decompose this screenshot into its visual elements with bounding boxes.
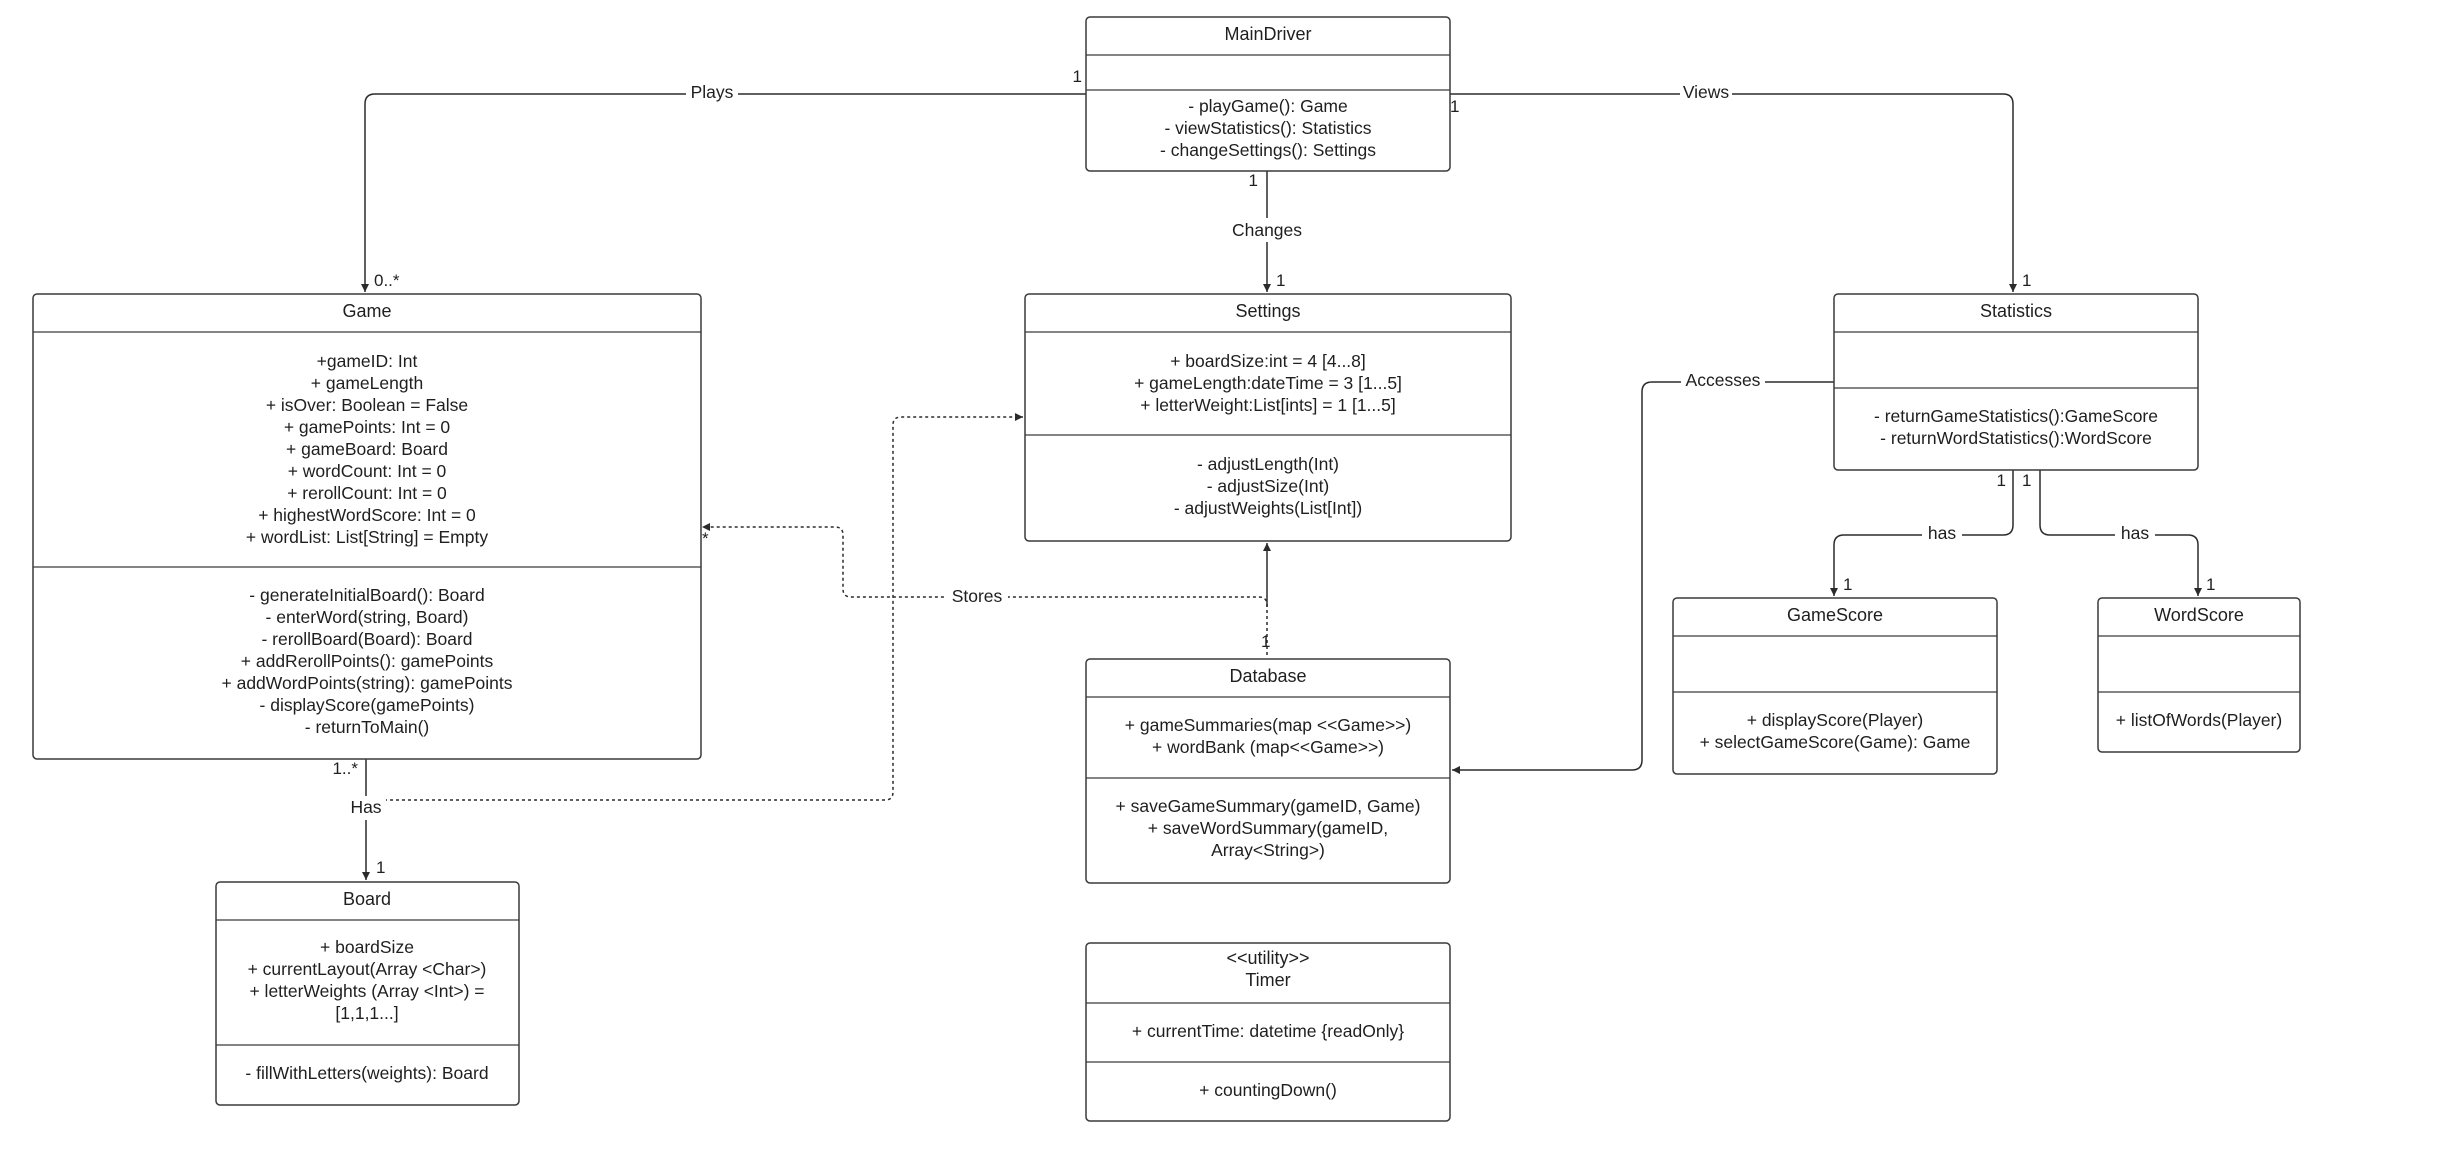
method-row: - generateInitialBoard(): Board	[249, 585, 484, 605]
edge-label-has-word-score: has	[2121, 523, 2149, 543]
class-name: Timer	[1245, 970, 1290, 990]
method-row: - returnGameStatistics():GameScore	[1874, 406, 2158, 426]
attribute-row: + boardSize	[320, 937, 414, 957]
class-stereotype: <<utility>>	[1226, 948, 1309, 968]
mult-stores-from: 1	[1261, 632, 1270, 651]
edge-stores[interactable]: Stores 1 *	[372, 413, 1271, 801]
edge-label-accesses: Accesses	[1686, 370, 1761, 390]
edge-has-word-score[interactable]: has 1 1	[2022, 470, 2215, 596]
method-row: + saveWordSummary(gameID,	[1148, 818, 1388, 838]
method-row: - fillWithLetters(weights): Board	[245, 1063, 488, 1083]
class-name: WordScore	[2154, 605, 2244, 625]
attribute-row: + gameLength:dateTime = 3 [1...5]	[1134, 373, 1402, 393]
class-main-driver[interactable]: MainDriver - playGame(): Game - viewStat…	[1085, 16, 1451, 172]
class-statistics[interactable]: Statistics - returnGameStatistics():Game…	[1833, 293, 2199, 471]
edge-label-has-game-score: has	[1928, 523, 1956, 543]
attribute-row: + wordBank (map<<Game>>)	[1152, 737, 1384, 757]
method-row: - rerollBoard(Board): Board	[261, 629, 472, 649]
attribute-row: + letterWeights (Array <Int>) =	[249, 981, 484, 1001]
method-row: + addRerollPoints(): gamePoints	[241, 651, 494, 671]
method-row: + listOfWords(Player)	[2116, 710, 2282, 730]
class-name: Game	[342, 301, 391, 321]
attribute-row: [1,1,1...]	[335, 1003, 398, 1023]
attribute-row: + wordList: List[String] = Empty	[246, 527, 488, 547]
edge-has-board[interactable]: Has 1..* 1	[332, 758, 386, 880]
edge-accesses[interactable]: Accesses	[1452, 369, 1834, 774]
class-name: Settings	[1235, 301, 1300, 321]
class-name: Database	[1229, 666, 1306, 686]
mult-has-word-score-to: 1	[2206, 575, 2215, 594]
method-row: - adjustLength(Int)	[1197, 454, 1339, 474]
edge-label-views: Views	[1683, 82, 1730, 102]
method-row: - adjustWeights(List[Int])	[1174, 498, 1362, 518]
attribute-row: + wordCount: Int = 0	[288, 461, 447, 481]
class-name: GameScore	[1787, 605, 1883, 625]
attribute-row: + rerollCount: Int = 0	[287, 483, 447, 503]
edge-label-changes: Changes	[1232, 220, 1302, 240]
class-board[interactable]: Board + boardSize + currentLayout(Array …	[215, 881, 520, 1106]
mult-has-game-score-to: 1	[1843, 575, 1852, 594]
method-row: - enterWord(string, Board)	[266, 607, 469, 627]
attribute-row: + gameBoard: Board	[286, 439, 448, 459]
method-row: - changeSettings(): Settings	[1160, 140, 1376, 160]
mult-views-from: 1	[1450, 97, 1459, 116]
mult-changes-from: 1	[1249, 171, 1258, 190]
mult-changes-to: 1	[1276, 271, 1285, 290]
class-name: Statistics	[1980, 301, 2052, 321]
attribute-row: + boardSize:int = 4 [4...8]	[1170, 351, 1366, 371]
edge-changes[interactable]: Changes 1 1	[1228, 171, 1306, 292]
attribute-row: + isOver: Boolean = False	[266, 395, 468, 415]
method-row: - viewStatistics(): Statistics	[1164, 118, 1371, 138]
method-row: + displayScore(Player)	[1747, 710, 1924, 730]
mult-has-word-score-from: 1	[2022, 471, 2031, 490]
method-row: + addWordPoints(string): gamePoints	[222, 673, 513, 693]
edge-has-game-score[interactable]: has 1 1	[1830, 470, 2014, 596]
mult-views-to: 1	[2022, 271, 2031, 290]
class-settings[interactable]: Settings + boardSize:int = 4 [4...8] + g…	[1024, 293, 1512, 542]
mult-stores-to: *	[702, 529, 709, 548]
edge-plays[interactable]: Plays 1 0..*	[361, 67, 1086, 292]
attribute-row: + gameLength	[311, 373, 423, 393]
method-row: - adjustSize(Int)	[1207, 476, 1330, 496]
method-row: + countingDown()	[1199, 1080, 1337, 1100]
method-row: - returnWordStatistics():WordScore	[1880, 428, 2152, 448]
attribute-row: + letterWeight:List[ints] = 1 [1...5]	[1140, 395, 1396, 415]
class-name: MainDriver	[1224, 24, 1311, 44]
mult-has-game-score-from: 1	[1997, 471, 2006, 490]
class-game[interactable]: Game +gameID: Int + gameLength + isOver:…	[32, 293, 702, 760]
mult-has-board-to: 1	[376, 858, 385, 877]
edge-label-plays: Plays	[691, 82, 734, 102]
class-word-score[interactable]: WordScore + listOfWords(Player)	[2097, 597, 2301, 753]
attribute-row: + currentTime: datetime {readOnly}	[1132, 1021, 1404, 1041]
attribute-row: + gameSummaries(map <<Game>>)	[1125, 715, 1411, 735]
edge-views[interactable]: Views 1 1	[1450, 81, 2031, 292]
class-timer[interactable]: <<utility>> Timer + currentTime: datetim…	[1085, 942, 1451, 1122]
class-name: Board	[343, 889, 391, 909]
attribute-row: + highestWordScore: Int = 0	[258, 505, 476, 525]
mult-has-board-from: 1..*	[332, 759, 358, 778]
mult-plays-to: 0..*	[374, 271, 400, 290]
method-row: - playGame(): Game	[1188, 96, 1347, 116]
edge-label-has-board: Has	[350, 797, 381, 817]
class-database[interactable]: Database + gameSummaries(map <<Game>>) +…	[1085, 658, 1451, 884]
edge-label-stores: Stores	[952, 586, 1003, 606]
class-game-score[interactable]: GameScore + displayScore(Player) + selec…	[1672, 597, 1998, 775]
attribute-row: +gameID: Int	[317, 351, 418, 371]
attribute-row: + gamePoints: Int = 0	[284, 417, 451, 437]
attribute-row: + currentLayout(Array <Char>)	[248, 959, 487, 979]
mult-plays-from: 1	[1073, 67, 1082, 86]
method-row: + saveGameSummary(gameID, Game)	[1116, 796, 1421, 816]
method-row: + selectGameScore(Game): Game	[1700, 732, 1971, 752]
method-row: - returnToMain()	[305, 717, 429, 737]
method-row: - displayScore(gamePoints)	[260, 695, 475, 715]
method-row: Array<String>)	[1211, 840, 1325, 860]
